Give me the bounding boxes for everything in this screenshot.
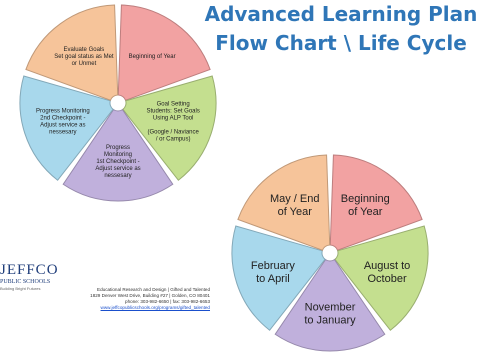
contact-phone: phone: 303-982-6650 | fax: 303-982-6653 xyxy=(125,299,210,304)
process-segment-5 xyxy=(25,4,119,101)
jeffco-logo: JEFFCO PUBLIC SCHOOLS Building Bright Fu… xyxy=(0,262,60,292)
timeline-segment-5 xyxy=(237,154,331,251)
contact-url-link[interactable]: www.jeffcopublicschools.org/programs/gif… xyxy=(100,305,210,310)
contact-block: Educational Research and Design | Gifted… xyxy=(60,287,210,311)
page-title-line-2: Flow Chart \ Life Cycle xyxy=(215,31,467,55)
timeline-segment-4 xyxy=(231,225,326,331)
timeline-segment-3 xyxy=(274,258,386,352)
process-segment-2 xyxy=(122,75,217,181)
process-segment-3 xyxy=(62,108,174,202)
logo-subtitle: PUBLIC SCHOOLS xyxy=(0,279,51,285)
timeline-segment-2 xyxy=(334,225,429,331)
timeline-segment-1 xyxy=(329,154,423,251)
contact-department: Educational Research and Design | Gifted… xyxy=(97,287,210,292)
process-segment-4 xyxy=(19,75,114,181)
logo-tagline: Building Bright Futures xyxy=(0,286,41,291)
contact-address: 1829 Denver West Drive, Building #27 | G… xyxy=(90,293,210,298)
process-label-1: Beginning of Year xyxy=(129,54,176,60)
process-segment-1 xyxy=(117,4,211,101)
page-title-line-1: Advanced Learning Plan xyxy=(204,2,478,26)
logo-name: JEFFCO xyxy=(0,262,59,278)
